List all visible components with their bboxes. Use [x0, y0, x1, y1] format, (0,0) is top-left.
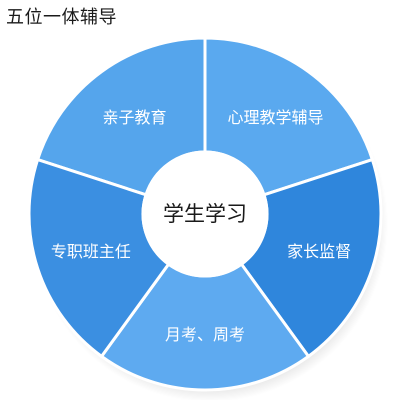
page-title: 五位一体辅导: [6, 7, 117, 28]
center-circle: [141, 150, 269, 278]
segment-label-3: 家长监督: [287, 242, 351, 261]
segment-label-5: 专职班主任: [51, 242, 131, 261]
segment-label-1: 亲子教育: [102, 108, 166, 127]
center-label: 学生学习: [163, 202, 247, 226]
segment-label-2: 心理教学辅导: [227, 108, 323, 127]
segment-label-4: 月考、周考: [165, 325, 245, 344]
